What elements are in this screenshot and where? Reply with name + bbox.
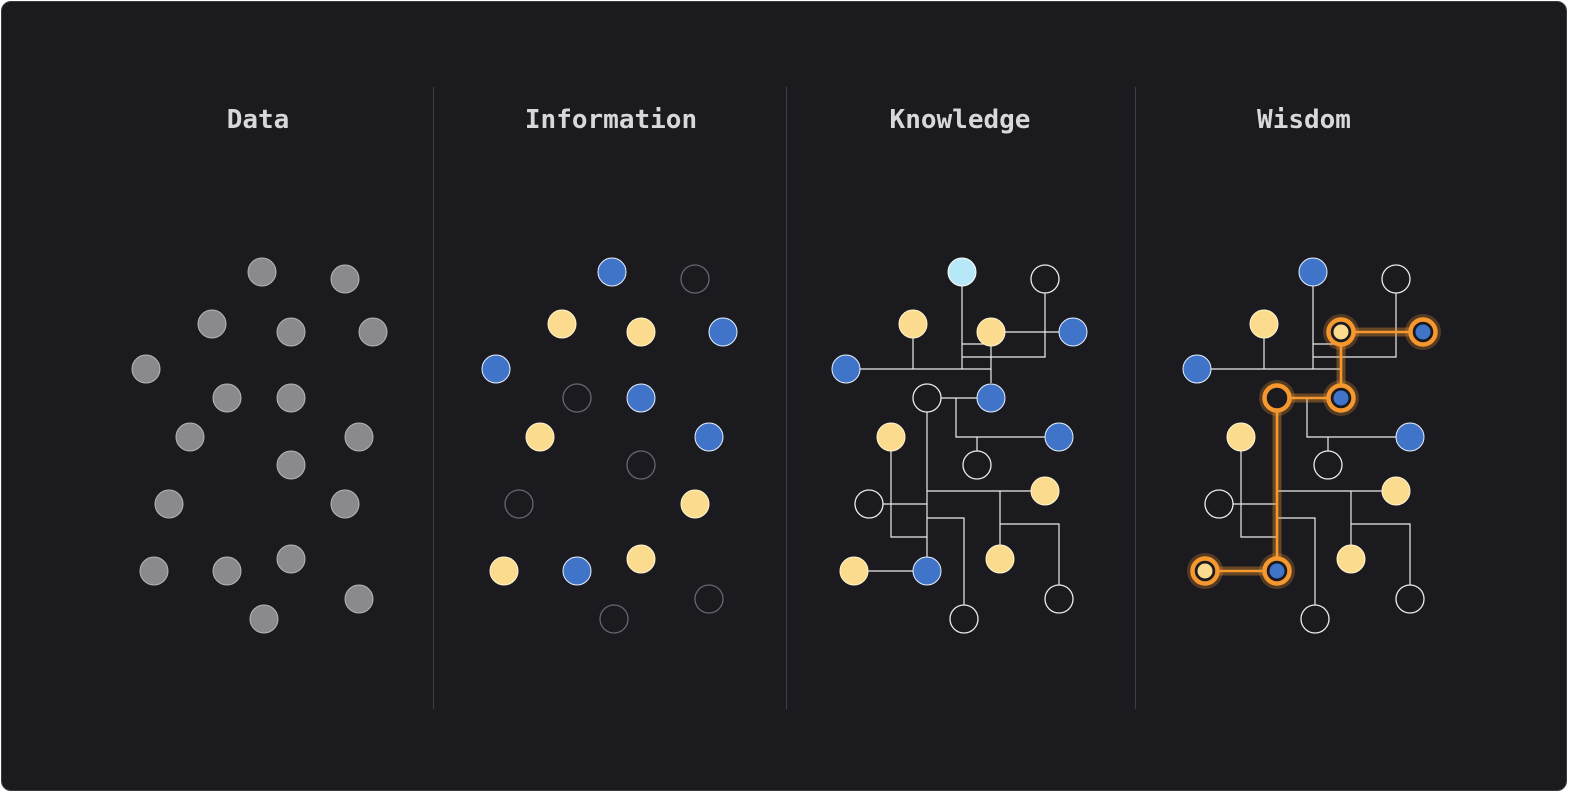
information-node-6 [481,354,511,384]
wisdom-connector-6 [1306,398,1410,438]
wisdom-highlight-node-4-core [1333,390,1349,406]
panel-title-wisdom: Wisdom [1257,105,1351,135]
data-node-8 [276,383,306,413]
knowledge-node-4 [976,317,1006,347]
wisdom-node-9 [1381,476,1411,506]
panel-divider-2 [786,87,787,709]
knowledge-node-13 [1030,476,1060,506]
data-node-3 [197,309,227,339]
wisdom-node-1 [1298,257,1328,287]
information-node-17 [694,584,724,614]
panel-divider-1 [433,87,434,709]
information-node-8 [626,383,656,413]
knowledge-node-2 [1030,264,1060,294]
data-node-7 [212,383,242,413]
knowledge-node-12 [854,489,884,519]
knowledge-connector-6 [962,279,1046,358]
data-node-12 [154,489,184,519]
knowledge-node-3 [898,309,928,339]
knowledge-node-16 [985,544,1015,574]
wisdom-node-5 [1226,422,1256,452]
knowledge-connector-12 [890,437,927,538]
knowledge-node-6 [831,354,861,384]
data-node-2 [330,264,360,294]
data-node-6 [131,354,161,384]
wisdom-node-6 [1395,422,1425,452]
wisdom-highlight-node-3-ring [1262,383,1292,413]
knowledge-connector-9 [955,398,1059,438]
wisdom-node-2 [1381,264,1411,294]
data-node-1 [247,257,277,287]
data-node-17 [344,584,374,614]
data-node-9 [175,422,205,452]
data-node-13 [330,489,360,519]
information-node-5 [708,317,738,347]
wisdom-node-11 [1395,584,1425,614]
information-node-16 [626,544,656,574]
wisdom-connector-8 [1240,437,1277,538]
data-node-18 [249,604,279,634]
data-node-10 [344,422,374,452]
information-node-15 [562,556,592,586]
wisdom-node-3 [1249,309,1279,339]
wisdom-connector-4 [1313,279,1397,358]
information-node-12 [504,489,534,519]
information-node-13 [680,489,710,519]
wisdom-highlight-node-2-core [1269,563,1285,579]
information-node-18 [599,604,629,634]
wisdom-highlight-path [1205,330,1423,573]
panel-title-data: Data [226,105,290,135]
information-node-4 [626,317,656,347]
panel-title-knowledge: Knowledge [889,105,1031,135]
data-node-4 [276,317,306,347]
data-node-5 [358,317,388,347]
knowledge-connector-17 [1000,523,1060,599]
wisdom-highlight-path-glow [1205,327,1423,576]
wisdom-highlight-node-6-core [1415,324,1431,340]
node-diagram [131,257,1441,634]
data-node-16 [276,544,306,574]
knowledge-node-17 [1044,584,1074,614]
wisdom-connector-13 [1351,523,1411,599]
knowledge-connector-15 [927,517,965,619]
wisdom-node-10 [1336,544,1366,574]
knowledge-node-9 [876,422,906,452]
wisdom-node-4 [1182,354,1212,384]
data-node-14 [139,556,169,586]
diagram-canvas: Data Information Knowledge Wisdom [1,1,1567,791]
wisdom-node-12 [1300,604,1330,634]
knowledge-node-10 [1044,422,1074,452]
knowledge-node-7 [912,383,942,413]
information-node-3 [547,309,577,339]
information-node-14 [489,556,519,586]
panel-title-information: Information [524,105,698,135]
information-node-10 [694,422,724,452]
wisdom-connector-11 [1277,517,1316,619]
panel-divider-3 [1135,87,1136,709]
knowledge-node-1 [947,257,977,287]
wisdom-highlight-node-5-core [1333,324,1349,340]
wisdom-node-8 [1204,489,1234,519]
knowledge-node-18 [949,604,979,634]
information-node-9 [525,422,555,452]
information-node-2 [680,264,710,294]
data-node-15 [212,556,242,586]
information-node-7 [562,383,592,413]
wisdom-node-7 [1313,450,1343,480]
wisdom-highlight-node-1-core [1197,563,1213,579]
knowledge-node-14 [839,556,869,586]
information-node-1 [597,257,627,287]
data-node-11 [276,450,306,480]
knowledge-node-15 [912,556,942,586]
information-node-11 [626,450,656,480]
knowledge-node-11 [962,450,992,480]
knowledge-node-8 [976,383,1006,413]
knowledge-node-5 [1058,317,1088,347]
